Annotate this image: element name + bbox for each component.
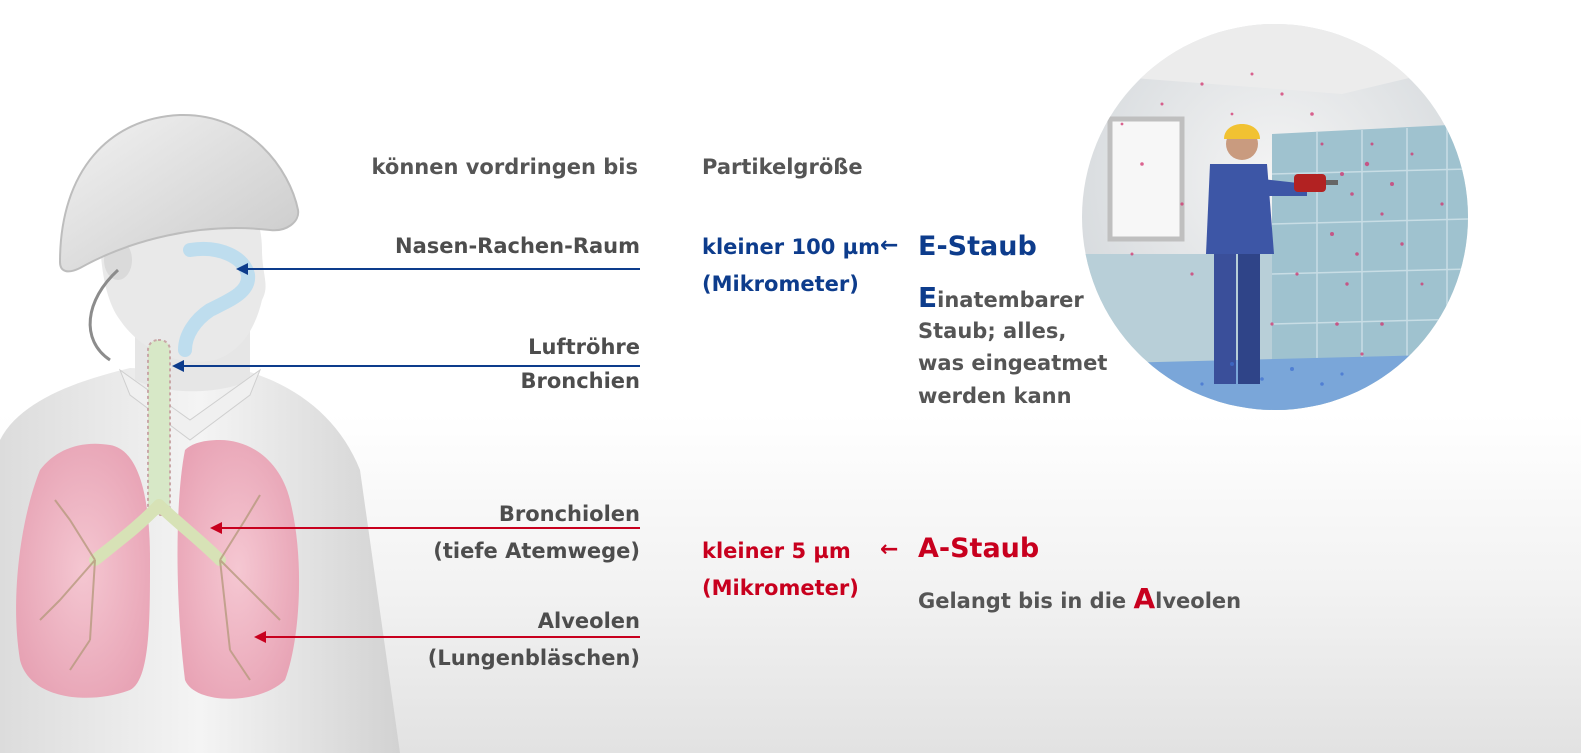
bronchiole-branches	[39, 494, 281, 681]
label-bronchioles-note: (tiefe Atemwege)	[433, 539, 640, 563]
a-dust-size: kleiner 5 µm	[702, 539, 851, 563]
pointer-arrowhead-trachea	[172, 360, 184, 372]
trachea-tube	[147, 339, 171, 516]
e-dust-initial: E	[918, 281, 938, 314]
bronchi	[89, 499, 226, 566]
pointer-arrowhead-bronchioles	[210, 522, 222, 534]
a-dust-initial: A	[1133, 582, 1156, 615]
pointer-arrowhead-alveoli	[254, 631, 266, 643]
label-bronchioles: Bronchiolen	[498, 502, 640, 526]
e-dust-description-line1: Einatembarer	[918, 281, 1084, 317]
room-ceiling	[1082, 24, 1468, 94]
dust-particles	[1120, 72, 1444, 356]
label-nose-throat: Nasen-Rachen-Raum	[395, 234, 640, 258]
e-dust-unit: (Mikrometer)	[702, 272, 859, 296]
right-lung	[177, 440, 300, 699]
worker-figure	[1206, 124, 1338, 384]
e-dust-arrow-icon: ←	[880, 233, 899, 258]
a-dust-description: Gelangt bis in die Alveolen	[918, 582, 1241, 618]
earmuff-cable	[88, 268, 120, 362]
e-dust-description-line4: werden kann	[918, 384, 1072, 408]
tiled-wall	[1272, 124, 1468, 410]
header-reach: können vordringen bis	[371, 155, 638, 179]
a-dust-description-rest: lveolen	[1155, 589, 1242, 613]
a-dust-arrow-icon: ←	[880, 537, 899, 562]
e-dust-title: E-Staub	[918, 231, 1037, 262]
nasal-airway	[178, 241, 255, 357]
label-alveoli: Alveolen	[537, 609, 640, 633]
e-dust-description-line3: was eingeatmet	[918, 351, 1108, 375]
dust-particles-blue	[1200, 362, 1344, 386]
a-dust-title: A-Staub	[918, 533, 1040, 564]
drilling-scene-image	[1082, 24, 1468, 410]
e-dust-description-line2: Staub; alles,	[918, 319, 1067, 343]
a-dust-description-prefix: Gelangt bis in die	[918, 589, 1134, 613]
window-frame	[1107, 116, 1185, 242]
helmet	[58, 113, 300, 273]
pointer-arrowhead-nose	[236, 263, 248, 275]
label-bronchi: Bronchien	[520, 369, 640, 393]
floor	[1082, 354, 1468, 410]
label-alveoli-note: (Lungenbläschen)	[427, 646, 640, 670]
a-dust-unit: (Mikrometer)	[702, 576, 859, 600]
label-trachea: Luftröhre	[528, 335, 640, 359]
e-dust-size: kleiner 100 µm	[702, 235, 880, 259]
left-lung	[16, 443, 151, 698]
e-dust-description-rest: inatembarer	[937, 288, 1084, 312]
header-particle-size: Partikelgröße	[702, 155, 863, 179]
